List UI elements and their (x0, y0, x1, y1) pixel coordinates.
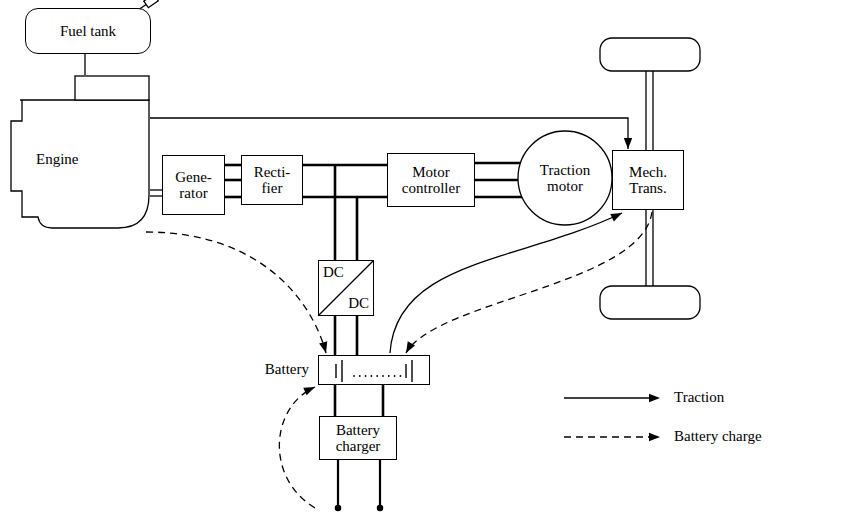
node-label: DC (348, 295, 369, 312)
legend-label: Traction (674, 389, 724, 406)
mains-lead (337, 458, 339, 507)
node-label: Battery charger (320, 422, 396, 455)
transmission-box: Mech. Trans. (612, 150, 684, 210)
connector (225, 165, 241, 197)
node-label: Traction motor (525, 162, 605, 195)
engine-block: Engine (10, 75, 150, 230)
legend-line-sample (562, 391, 662, 405)
connector (335, 165, 357, 260)
connector (150, 190, 162, 196)
battery-cells (318, 355, 430, 385)
arrowhead (303, 387, 315, 395)
arrowhead (406, 341, 415, 353)
axle (645, 71, 646, 152)
fuel-tank: Fuel tank (25, 8, 151, 54)
node-label: DC (323, 264, 344, 281)
rectifier-box: Recti- fier (241, 155, 303, 205)
terminal-dot (377, 505, 382, 510)
connector (303, 165, 387, 197)
axle (645, 208, 646, 286)
legend-row: Traction (562, 378, 762, 417)
engine-outline (10, 75, 150, 230)
wheel (600, 38, 700, 71)
generator-box: Gene- rator (162, 155, 225, 215)
node-label: Recti- fier (242, 164, 302, 197)
node-label: Motor controller (388, 164, 474, 197)
legend: TractionBattery charge (562, 378, 762, 456)
filler-cap (144, 0, 158, 8)
legend-line-sample (562, 430, 662, 444)
node-label: Mech. Trans. (613, 164, 683, 197)
mains-lead (379, 458, 381, 507)
node-label: Gene- rator (163, 169, 224, 202)
arrowhead (319, 341, 327, 353)
traction-motor: Traction motor (517, 130, 613, 226)
charge-path (406, 212, 652, 353)
legend-label: Battery charge (674, 428, 762, 445)
arrowhead (610, 213, 622, 222)
arrowhead (624, 138, 632, 149)
connector (85, 54, 86, 75)
connector (390, 213, 622, 353)
axle (652, 208, 653, 286)
node-label: Battery (265, 361, 309, 378)
connector (335, 385, 383, 416)
axle (652, 71, 653, 152)
battery-charger-box: Battery charger (319, 416, 397, 460)
legend-row: Battery charge (562, 417, 762, 456)
charge-path (146, 232, 327, 353)
node-label: Fuel tank (60, 23, 116, 40)
connector (335, 316, 357, 355)
dc-dc-converter: DCDC (318, 260, 374, 316)
terminal-dot (335, 505, 340, 510)
motor-controller-box: Motor controller (387, 153, 475, 207)
battery-pack: Battery (318, 355, 430, 385)
node-label: Engine (36, 151, 79, 168)
charge-path (279, 387, 315, 508)
wheel (600, 286, 700, 319)
connector (475, 163, 522, 197)
